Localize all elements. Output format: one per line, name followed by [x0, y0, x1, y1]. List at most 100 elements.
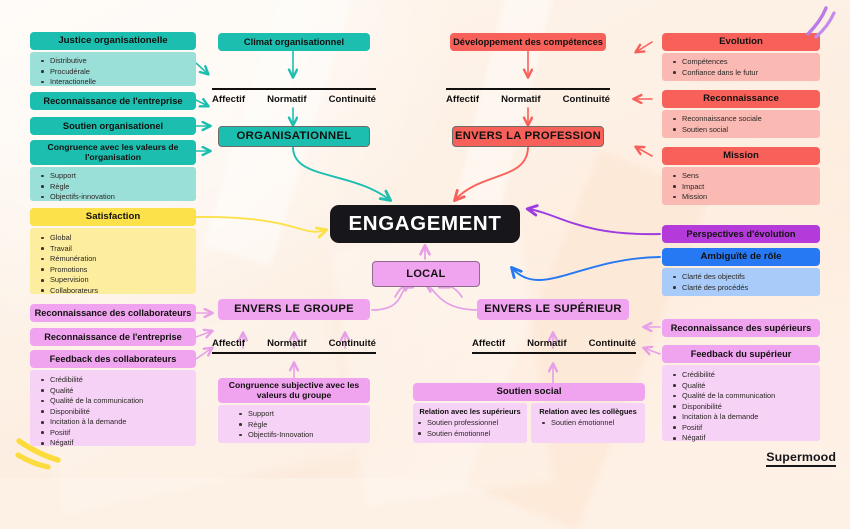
node-evolution[interactable]: Evolution — [662, 33, 820, 51]
node-relation-collegues: Relation avec les collègues Soutien émot… — [531, 403, 645, 443]
node-feedback-collaborateurs-items: Crédibilité Qualité Qualité de la commun… — [30, 370, 196, 449]
dimension-normatif: Normatif — [527, 338, 567, 349]
item-list: Support Règle Objectifs-Innovation — [228, 409, 370, 441]
list-item: Travail — [41, 244, 196, 255]
list-item: Procudérale — [41, 67, 196, 78]
node-justice-organisationelle[interactable]: Justice organisationelle — [30, 32, 196, 50]
node-soutien-organisationel[interactable]: Soutien organisationel — [30, 117, 196, 135]
list-item: Compétences — [673, 57, 820, 68]
purple-swoosh-decoration — [806, 6, 836, 39]
list-item: Incitation à la demande — [41, 417, 196, 428]
node-local[interactable]: LOCAL — [372, 261, 480, 287]
list-item: Qualité — [41, 386, 196, 397]
node-congruence-subjective-valeurs-groupe[interactable]: Congruence subjective avec les valeurs d… — [218, 378, 370, 403]
node-relation-superieurs: Relation avec les supérieurs Soutien pro… — [413, 403, 527, 443]
dimensions-groupe: Affectif Normatif Continuité — [212, 338, 376, 360]
node-mission-items: Sens Impact Mission — [662, 167, 820, 205]
node-climat-organisationnel[interactable]: Climat organisationnel — [218, 33, 370, 51]
node-reconnaissance-profession-items: Reconnaissance sociale Soutien social — [662, 110, 820, 138]
node-feedback-superieur-items: Crédibilité Qualité Qualité de la commun… — [662, 365, 820, 444]
dimension-normatif: Normatif — [501, 94, 541, 105]
list-item: Crédibilité — [41, 375, 196, 386]
node-envers-le-superieur[interactable]: ENVERS LE SUPÉRIEUR — [477, 299, 629, 320]
item-list: Distributive Procudérale Interactionelle — [30, 56, 196, 88]
node-engagement[interactable]: ENGAGEMENT — [330, 205, 520, 243]
dimension-labels: Affectif Normatif Continuité — [212, 94, 376, 105]
node-feedback-collaborateurs[interactable]: Feedback des collaborateurs — [30, 350, 196, 368]
item-list: Sens Impact Mission — [662, 171, 820, 203]
item-list: Reconnaissance sociale Soutien social — [662, 114, 820, 135]
item-list: Clarté des objectifs Clarté des procédés — [662, 272, 820, 293]
divider — [446, 88, 610, 91]
list-item: Support — [41, 171, 196, 182]
list-item: Rémunération — [41, 254, 196, 265]
item-list: Crédibilité Qualité Qualité de la commun… — [30, 375, 196, 449]
node-congruence-valeurs-organisation[interactable]: Congruence avec les valeurs de l'organis… — [30, 140, 196, 165]
dimension-normatif: Normatif — [267, 94, 307, 105]
dimension-continuite: Continuité — [328, 94, 376, 105]
node-envers-la-profession[interactable]: ENVERS LA PROFESSION — [452, 126, 604, 147]
dimension-normatif: Normatif — [267, 338, 307, 349]
list-item: Soutien social — [673, 125, 820, 136]
list-item: Distributive — [41, 56, 196, 67]
list-item: Positif — [673, 423, 820, 434]
dimension-continuite: Continuité — [328, 338, 376, 349]
list-item: Confiance dans le futur — [673, 68, 820, 79]
dimension-affectif: Affectif — [472, 338, 506, 349]
list-item: Objectifs-innovation — [41, 192, 196, 203]
list-item: Soutien émotionnel — [418, 429, 527, 440]
node-satisfaction-items: Global Travail Rémunération Promotions S… — [30, 228, 196, 295]
list-item: Disponibilité — [673, 402, 820, 413]
item-list: Support Règle Objectifs-innovation — [30, 171, 196, 203]
node-reconnaissance-collaborateurs[interactable]: Reconnaissance des collaborateurs — [30, 304, 196, 322]
divider — [472, 352, 636, 355]
list-item: Impact — [673, 182, 820, 193]
node-evolution-items: Compétences Confiance dans le futur — [662, 53, 820, 81]
list-item: Clarté des procédés — [673, 283, 820, 294]
node-reconnaissance-entreprise-org[interactable]: Reconnaissance de l'entreprise — [30, 92, 196, 110]
list-item: Clarté des objectifs — [673, 272, 820, 283]
divider — [212, 88, 376, 91]
list-item: Règle — [239, 420, 370, 431]
list-item: Objectifs-Innovation — [239, 430, 370, 441]
brand-logo-text: Supermood — [766, 450, 836, 467]
node-envers-le-groupe[interactable]: ENVERS LE GROUPE — [218, 299, 370, 320]
list-item: Reconnaissance sociale — [673, 114, 820, 125]
node-ambiguite-de-role[interactable]: Ambiguïté de rôle — [662, 248, 820, 266]
dimension-affectif: Affectif — [446, 94, 480, 105]
node-perspectives-evolution[interactable]: Perspectives d'évolution — [662, 225, 820, 243]
list-item: Règle — [41, 182, 196, 193]
item-list: Soutien émotionnel — [531, 418, 645, 429]
yellow-swoosh-decoration — [15, 438, 61, 470]
list-item: Soutien émotionnel — [542, 418, 645, 429]
node-mission[interactable]: Mission — [662, 147, 820, 165]
list-item: Incitation à la demande — [673, 412, 820, 423]
node-developpement-competences[interactable]: Développement des compétences — [450, 33, 606, 51]
list-item: Promotions — [41, 265, 196, 276]
dimension-continuite: Continuité — [588, 338, 636, 349]
dimension-affectif: Affectif — [212, 338, 246, 349]
node-satisfaction-title[interactable]: Satisfaction — [30, 208, 196, 226]
list-item: Support — [239, 409, 370, 420]
list-item: Négatif — [673, 433, 820, 444]
list-item: Positif — [41, 428, 196, 439]
dimensions-superieur: Affectif Normatif Continuité — [472, 338, 636, 360]
node-reconnaissance-profession[interactable]: Reconnaissance — [662, 90, 820, 108]
dimensions-organisationnel: Affectif Normatif Continuité — [212, 88, 376, 110]
node-soutien-social[interactable]: Soutien social — [413, 383, 645, 401]
node-feedback-superieur[interactable]: Feedback du supérieur — [662, 345, 820, 363]
list-item: Supervision — [41, 275, 196, 286]
node-congruence-valeurs-organisation-items: Support Règle Objectifs-innovation — [30, 167, 196, 201]
dimension-affectif: Affectif — [212, 94, 246, 105]
node-reconnaissance-entreprise-groupe[interactable]: Reconnaissance de l'entreprise — [30, 328, 196, 346]
node-congruence-subjective-items: Support Règle Objectifs-Innovation — [218, 405, 370, 443]
dimension-labels: Affectif Normatif Continuité — [212, 338, 376, 349]
list-item: Disponibilité — [41, 407, 196, 418]
node-organisationnel[interactable]: ORGANISATIONNEL — [218, 126, 370, 147]
list-item: Sens — [673, 171, 820, 182]
list-item: Qualité — [673, 381, 820, 392]
node-reconnaissance-superieurs[interactable]: Reconnaissance des supérieurs — [662, 319, 820, 337]
list-item: Mission — [673, 192, 820, 203]
node-ambiguite-de-role-items: Clarté des objectifs Clarté des procédés — [662, 268, 820, 296]
